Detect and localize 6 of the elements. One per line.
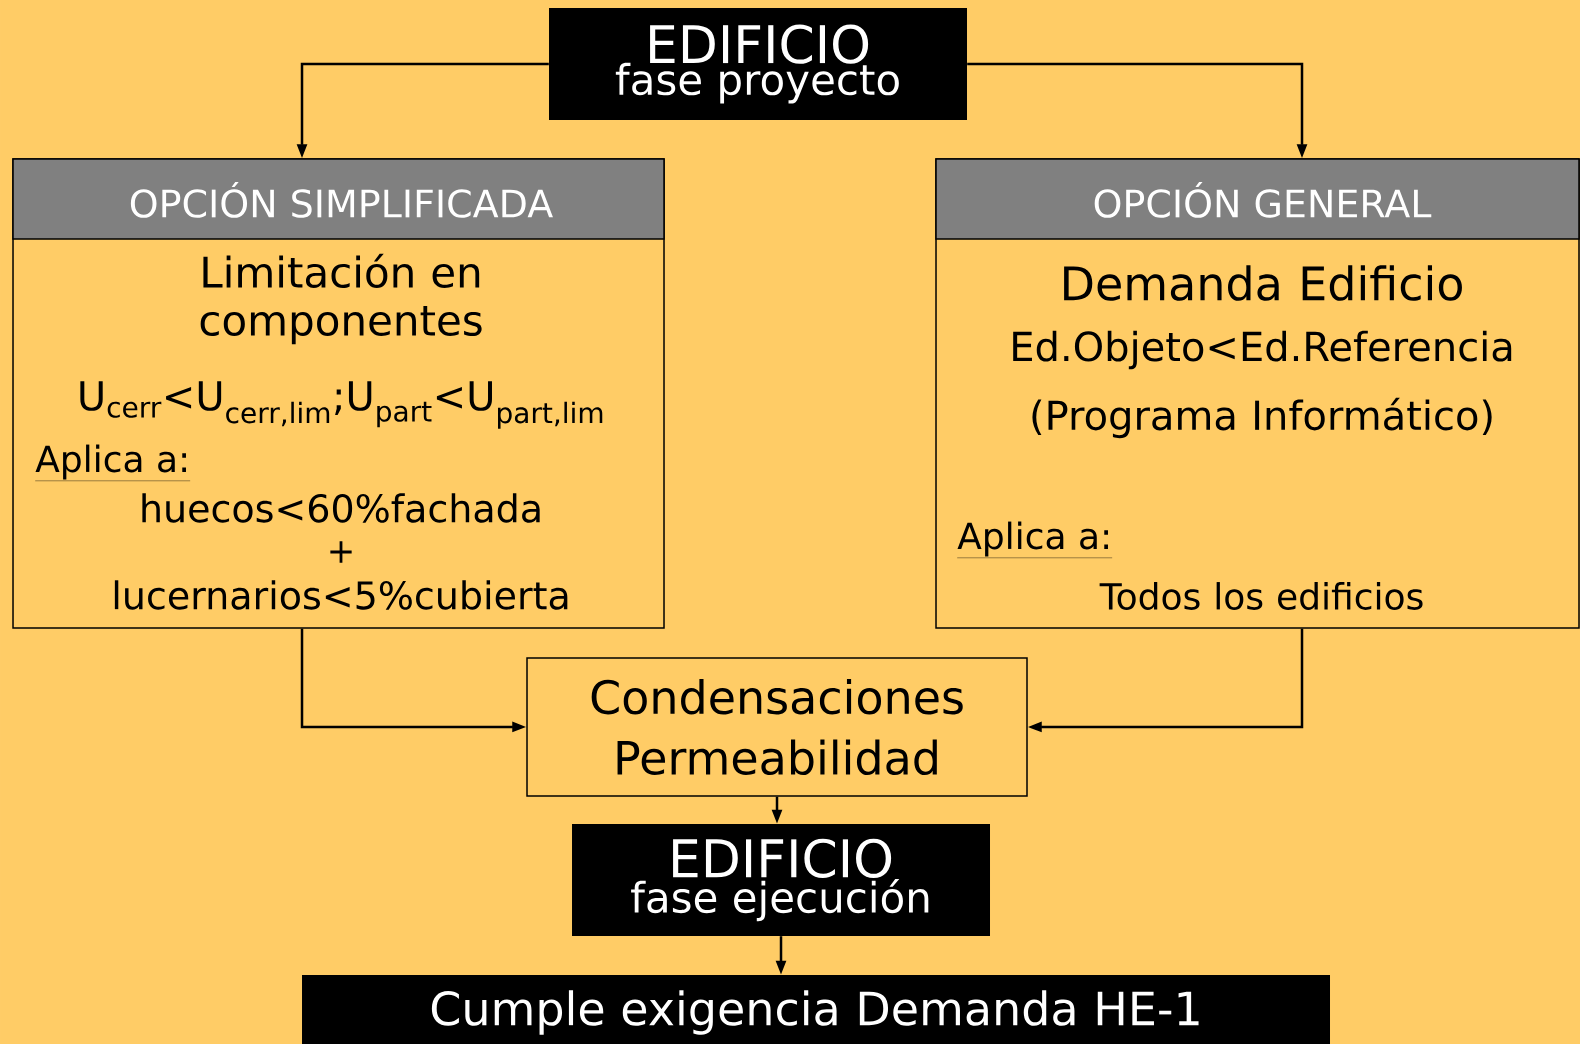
title-box: EDIFICIO fase ejecución [572,824,990,936]
option-box: OPCIÓN SIMPLIFICADA Limitación en componentes U$_{cerr}$<U$_{cerr,lim}$;U$_{part}$<U$_{part,lim}$ Aplica a: huecos<60%fachada + lucernarios<5%cubierta [12,158,665,629]
title-box: Cumple exigencia Demanda HE-1 [302,975,1330,1044]
title-box: EDIFICIO fase proyecto [549,8,967,120]
process-box: Condensaciones Permeabilidad [526,657,1028,797]
option-box: OPCIÓN GENERAL Demanda Edificio Ed.Objeto<Ed.Referencia (Programa Informático) Aplica a: Todos los edificios [935,158,1580,629]
